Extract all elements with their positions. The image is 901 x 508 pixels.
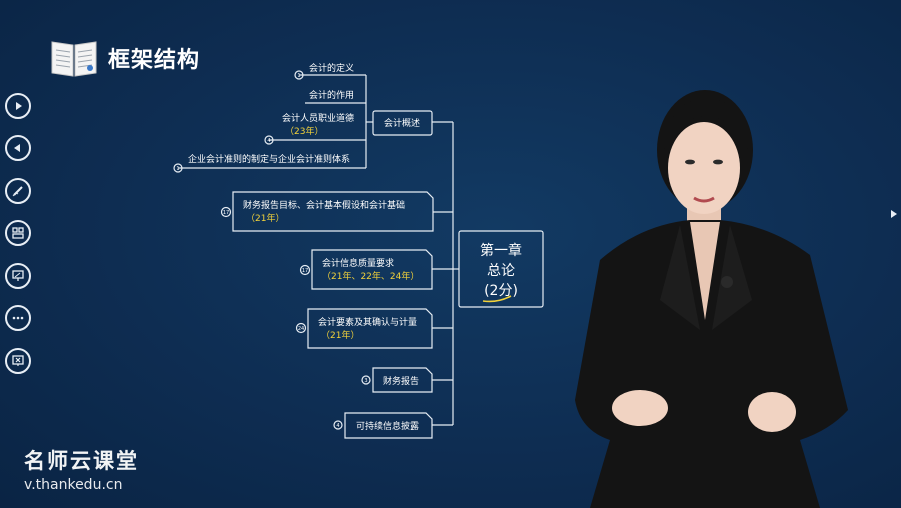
node-accounting-elements-year: （21年） xyxy=(321,329,359,341)
layout-button[interactable] xyxy=(5,220,31,246)
play-button[interactable] xyxy=(5,93,31,119)
node-accounting-standards: 企业会计准则的制定与企业会计准则体系 xyxy=(188,153,350,165)
node-accounting-definition: 会计的定义 xyxy=(309,62,354,74)
node-financial-report: 财务报告 xyxy=(383,375,419,387)
node-professional-ethics-year: （23年） xyxy=(285,125,323,137)
marker-number: 1 xyxy=(297,73,300,79)
presentation-icon xyxy=(12,270,24,281)
brand-url: v.thankedu.cn xyxy=(24,477,123,493)
node-information-quality: 会计信息质量要求 xyxy=(322,257,394,269)
marker-number: 3 xyxy=(364,378,367,384)
slide-title: 框架结构 xyxy=(108,48,201,73)
node-information-quality-years: （21年、22年、24年） xyxy=(322,270,419,282)
screen-button[interactable] xyxy=(5,263,31,289)
node-reporting-objectives: 财务报告目标、会计基本假设和会计基础 xyxy=(243,199,405,211)
pen-icon xyxy=(12,186,23,197)
back-triangle-icon xyxy=(14,144,20,152)
back-button[interactable] xyxy=(5,135,31,161)
node-reporting-objectives-year: （21年） xyxy=(246,212,284,224)
root-chapter: 第一章 xyxy=(480,242,522,259)
marker-number: 4 xyxy=(336,423,339,429)
exit-button[interactable] xyxy=(5,348,31,374)
marker-number: 17 xyxy=(302,268,308,274)
more-button[interactable] xyxy=(5,305,31,331)
marker-number: 17 xyxy=(223,210,229,216)
brand-name: 名师云课堂 xyxy=(24,449,139,473)
layout-icon xyxy=(12,227,24,239)
node-accounting-elements: 会计要素及其确认与计量 xyxy=(318,316,417,328)
handwritten-underline xyxy=(482,295,512,303)
marker-number: 24 xyxy=(298,326,304,332)
node-accounting-overview: 会计概述 xyxy=(384,117,420,129)
more-dots-icon xyxy=(12,316,24,320)
slide-heading: 框架结构 xyxy=(50,38,200,78)
root-points: (2分) xyxy=(484,283,518,299)
next-arrow-icon[interactable] xyxy=(890,209,898,219)
root-title: 总论 xyxy=(487,263,515,279)
pen-button[interactable] xyxy=(5,178,31,204)
open-book-icon xyxy=(51,41,97,77)
node-professional-ethics: 会计人员职业道德 xyxy=(282,112,354,124)
marker-number: 1 xyxy=(176,166,179,172)
node-sustainability-disclosure: 可持续信息披露 xyxy=(356,420,419,432)
marker-number: 4 xyxy=(267,138,270,144)
node-accounting-role: 会计的作用 xyxy=(309,89,354,101)
brand-watermark: 名师云课堂 v.thankedu.cn xyxy=(24,445,139,493)
play-icon xyxy=(16,102,22,110)
screen-close-icon xyxy=(12,355,24,366)
